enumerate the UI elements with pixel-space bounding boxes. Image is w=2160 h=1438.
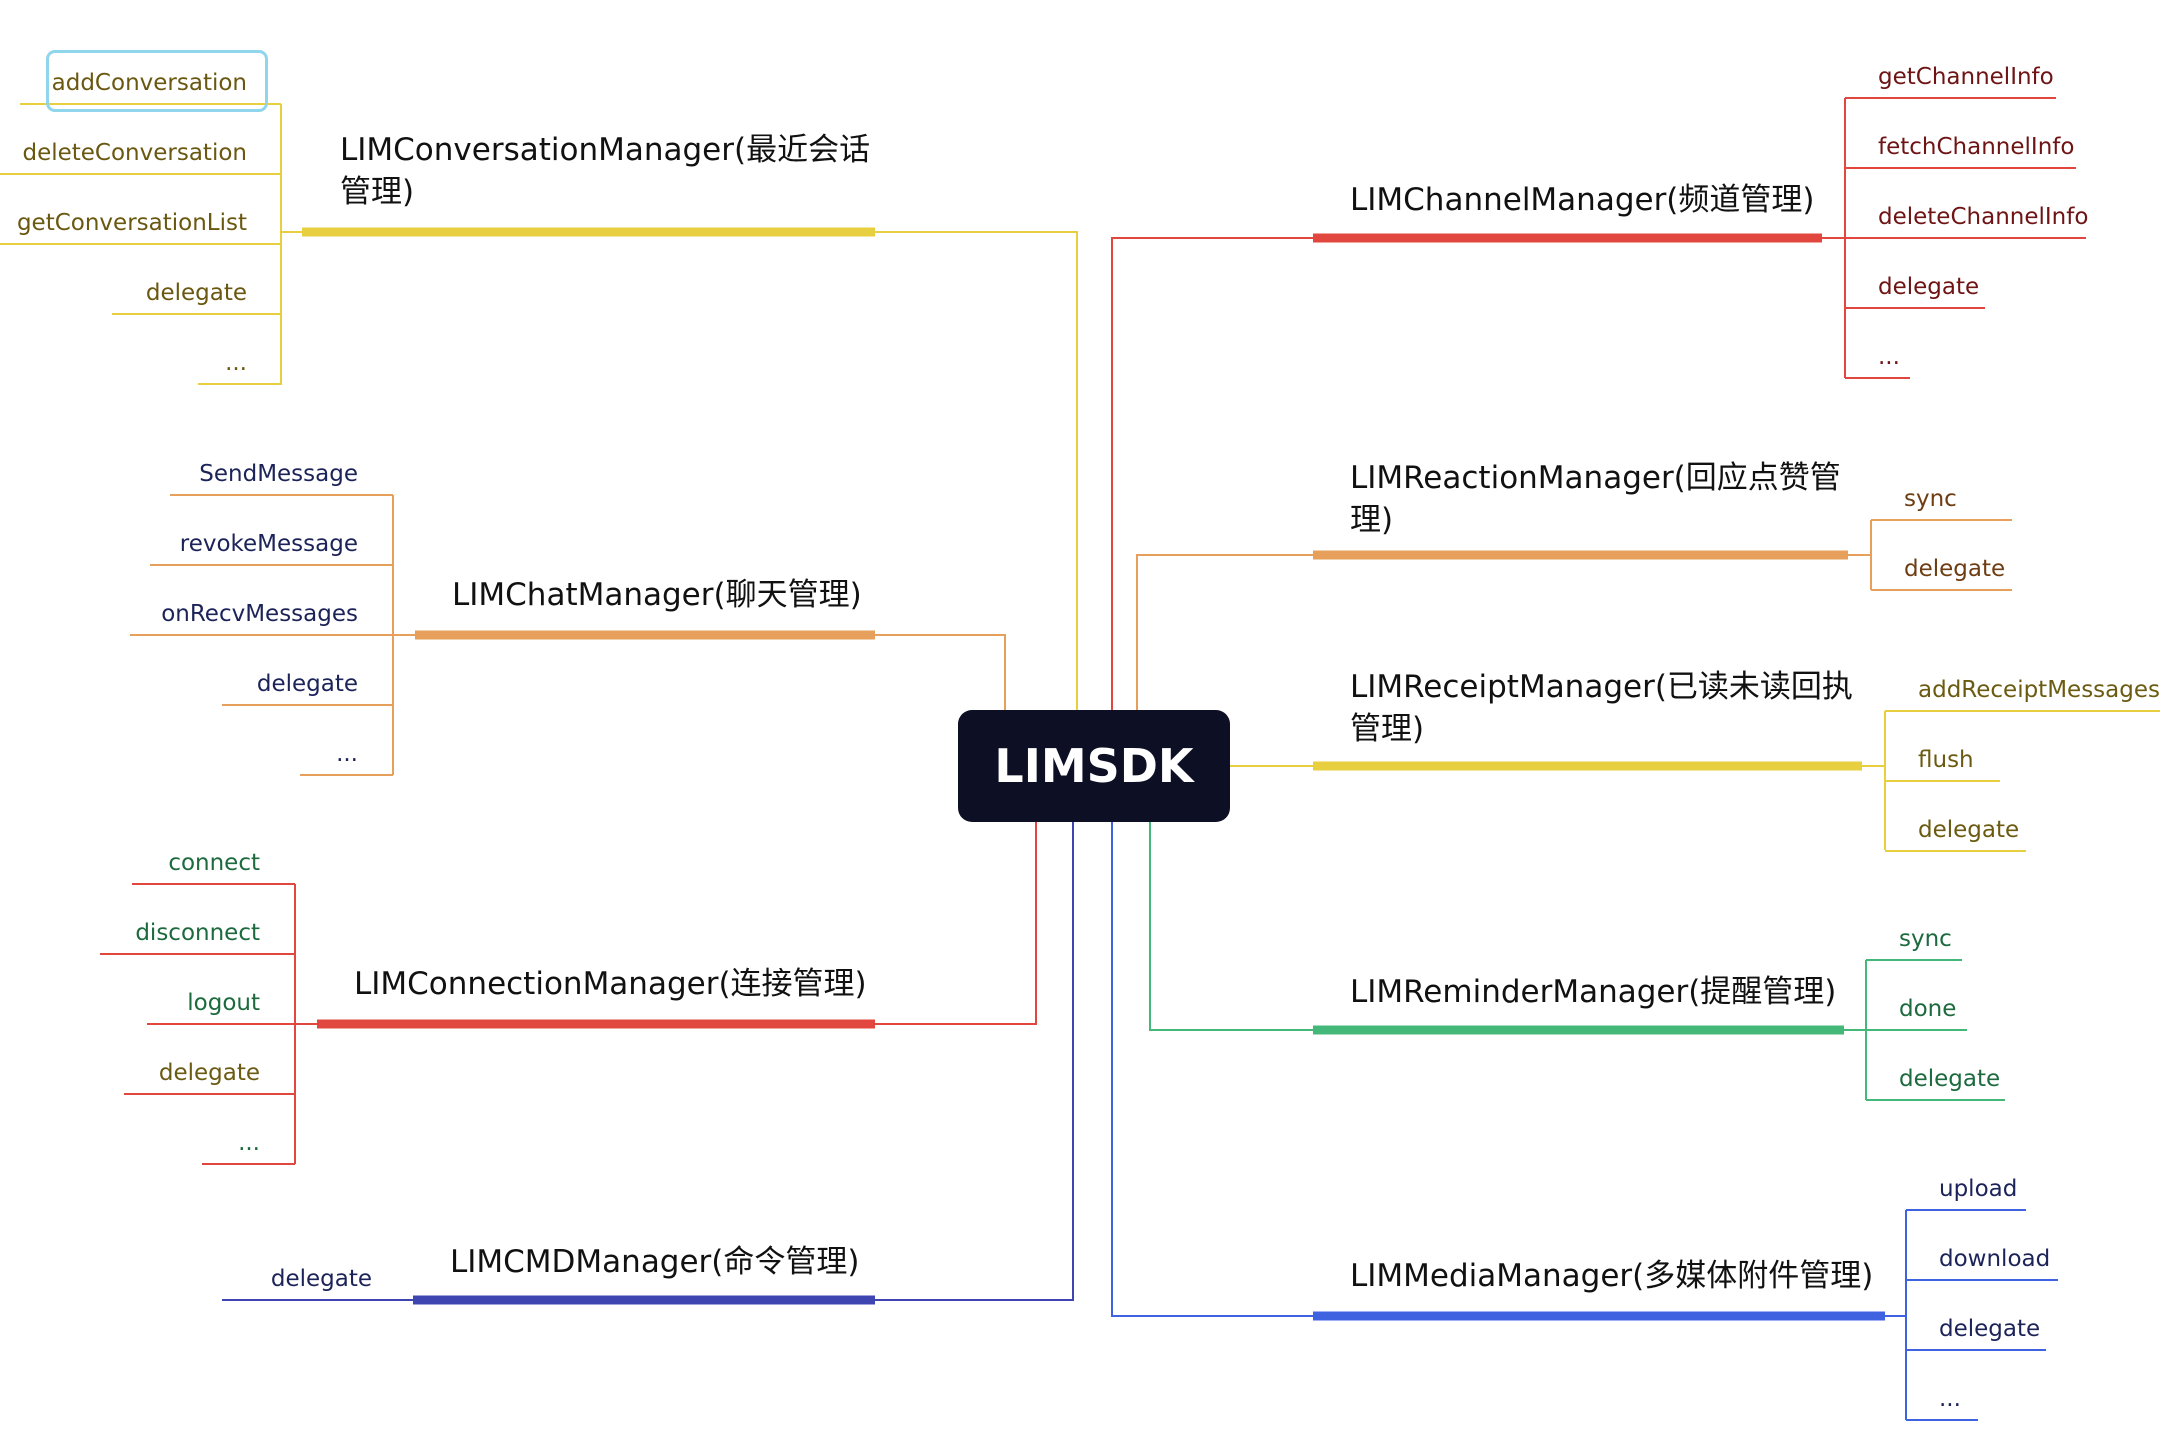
- root-node[interactable]: LIMSDK: [958, 710, 1230, 822]
- leaf-item-channel-1[interactable]: fetchChannelInfo: [1878, 134, 2075, 160]
- connector-reaction: [1136, 554, 1313, 710]
- leaf-item-channel-0[interactable]: getChannelInfo: [1878, 64, 2054, 90]
- manager-label-connection[interactable]: LIMConnectionManager(连接管理): [354, 966, 867, 1002]
- leaf-item-reminder-1[interactable]: done: [1899, 996, 1957, 1022]
- manager-label-cmd[interactable]: LIMCMDManager(命令管理): [450, 1244, 860, 1280]
- manager-label-reaction[interactable]: LIMReactionManager(回应点赞管 理): [1350, 460, 1841, 538]
- leaf-item-conversation-4[interactable]: ...: [225, 350, 247, 376]
- leaf-item-chat-2[interactable]: onRecvMessages: [161, 601, 358, 627]
- leaf-item-reaction-0[interactable]: sync: [1904, 486, 1957, 512]
- leaf-item-reminder-2[interactable]: delegate: [1899, 1066, 2001, 1092]
- leaf-item-media-0[interactable]: upload: [1939, 1176, 2018, 1202]
- leaf-item-conversation-3[interactable]: delegate: [145, 280, 247, 306]
- leaf-item-chat-1[interactable]: revokeMessage: [179, 531, 358, 557]
- leaf-item-conversation-1[interactable]: deleteConversation: [22, 140, 247, 166]
- leaf-item-connection-1[interactable]: disconnect: [135, 920, 260, 946]
- manager-label-chat[interactable]: LIMChatManager(聊天管理): [452, 577, 862, 613]
- leaf-item-conversation-2[interactable]: getConversationList: [16, 210, 247, 236]
- leaf-item-chat-0[interactable]: SendMessage: [199, 461, 358, 487]
- manager-label-channel[interactable]: LIMChannelManager(频道管理): [1350, 182, 1815, 218]
- leaf-item-media-3[interactable]: ...: [1939, 1386, 1961, 1412]
- leaf-item-receipt-0[interactable]: addReceiptMessages: [1918, 677, 2160, 703]
- connector-conversation: [875, 231, 1078, 710]
- leaf-item-reaction-1[interactable]: delegate: [1904, 556, 2006, 582]
- leaf-item-cmd-0[interactable]: delegate: [270, 1266, 372, 1292]
- manager-label-conversation[interactable]: LIMConversationManager(最近会话 管理): [340, 132, 871, 210]
- connector-reminder: [1149, 822, 1313, 1031]
- connector-channel: [1111, 237, 1313, 710]
- leaf-item-conversation-0[interactable]: addConversation: [51, 70, 247, 96]
- connector-cmd: [875, 822, 1074, 1301]
- leaf-item-channel-4[interactable]: ...: [1878, 344, 1900, 370]
- connector-connection: [875, 822, 1037, 1025]
- leaf-item-receipt-1[interactable]: flush: [1918, 747, 1974, 773]
- leaf-item-channel-3[interactable]: delegate: [1878, 274, 1980, 300]
- selection-highlight: [46, 50, 268, 112]
- leaf-item-connection-4[interactable]: ...: [238, 1130, 260, 1156]
- leaf-item-media-1[interactable]: download: [1939, 1246, 2051, 1272]
- manager-label-media[interactable]: LIMMediaManager(多媒体附件管理): [1350, 1258, 1874, 1294]
- manager-label-receipt[interactable]: LIMReceiptManager(已读未读回执 管理): [1350, 669, 1853, 747]
- leaf-item-chat-4[interactable]: ...: [336, 741, 358, 767]
- leaf-item-connection-2[interactable]: logout: [187, 990, 260, 1016]
- leaf-item-chat-3[interactable]: delegate: [256, 671, 358, 697]
- leaf-item-reminder-0[interactable]: sync: [1899, 926, 1952, 952]
- connector-chat: [875, 634, 1006, 710]
- leaf-item-receipt-2[interactable]: delegate: [1918, 817, 2020, 843]
- leaf-item-media-2[interactable]: delegate: [1939, 1316, 2041, 1342]
- manager-label-reminder[interactable]: LIMReminderManager(提醒管理): [1350, 974, 1837, 1010]
- leaf-item-channel-2[interactable]: deleteChannelInfo: [1878, 204, 2089, 230]
- connector-media: [1111, 822, 1313, 1317]
- leaf-item-connection-3[interactable]: delegate: [158, 1060, 260, 1086]
- leaf-item-connection-0[interactable]: connect: [168, 850, 260, 876]
